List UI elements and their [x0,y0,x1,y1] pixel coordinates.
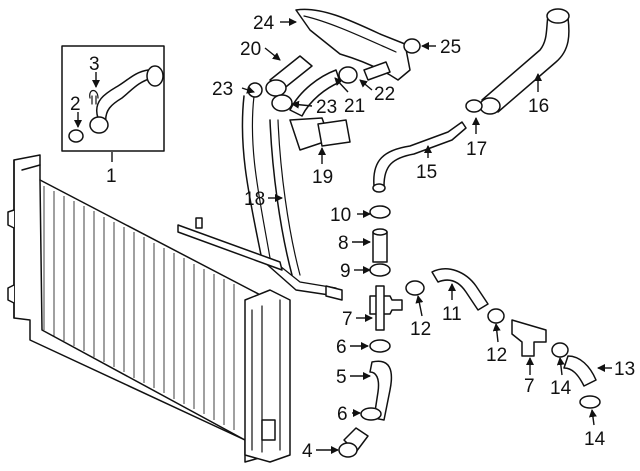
radiator [7,154,291,463]
callout-14a: 14 [550,378,572,399]
callout-8: 8 [338,233,349,254]
right-pipes [372,8,570,193]
callout-18: 18 [244,189,265,210]
callout-4: 4 [302,441,313,462]
callout-1: 1 [106,166,117,187]
upper-hoses [265,8,421,151]
callout-12a: 12 [410,319,431,340]
callout-10: 10 [330,205,351,226]
callout-9: 9 [340,261,351,282]
callout-19: 19 [312,167,333,188]
callout-20: 20 [240,39,261,60]
center-fittings [338,205,403,458]
callout-6b: 6 [337,404,348,425]
callout-arrows [74,18,612,454]
callout-23a: 23 [212,79,233,100]
inset-box [61,45,165,152]
callout-5: 5 [336,367,347,388]
callout-7a: 7 [342,309,353,330]
callout-14b: 14 [584,429,606,450]
callout-labels: 1 2 3 4 5 6 6 7 7 8 9 10 11 12 12 13 14 … [70,13,635,462]
callout-12b: 12 [486,345,507,366]
lower-right-hoses [405,268,601,409]
callout-21: 21 [344,96,365,117]
callout-13: 13 [614,359,635,380]
callout-15: 15 [416,162,437,183]
callout-24: 24 [253,13,275,34]
callout-2: 2 [70,94,81,115]
callout-11: 11 [442,304,462,325]
callout-22: 22 [374,84,395,105]
callout-16: 16 [528,96,549,117]
callout-7b: 7 [524,376,535,397]
callout-6a: 6 [336,337,347,358]
callout-3: 3 [89,54,100,75]
coolant-pipe [177,82,343,301]
callout-17: 17 [466,139,487,160]
callout-23b: 23 [316,97,337,118]
callout-25: 25 [440,37,461,58]
